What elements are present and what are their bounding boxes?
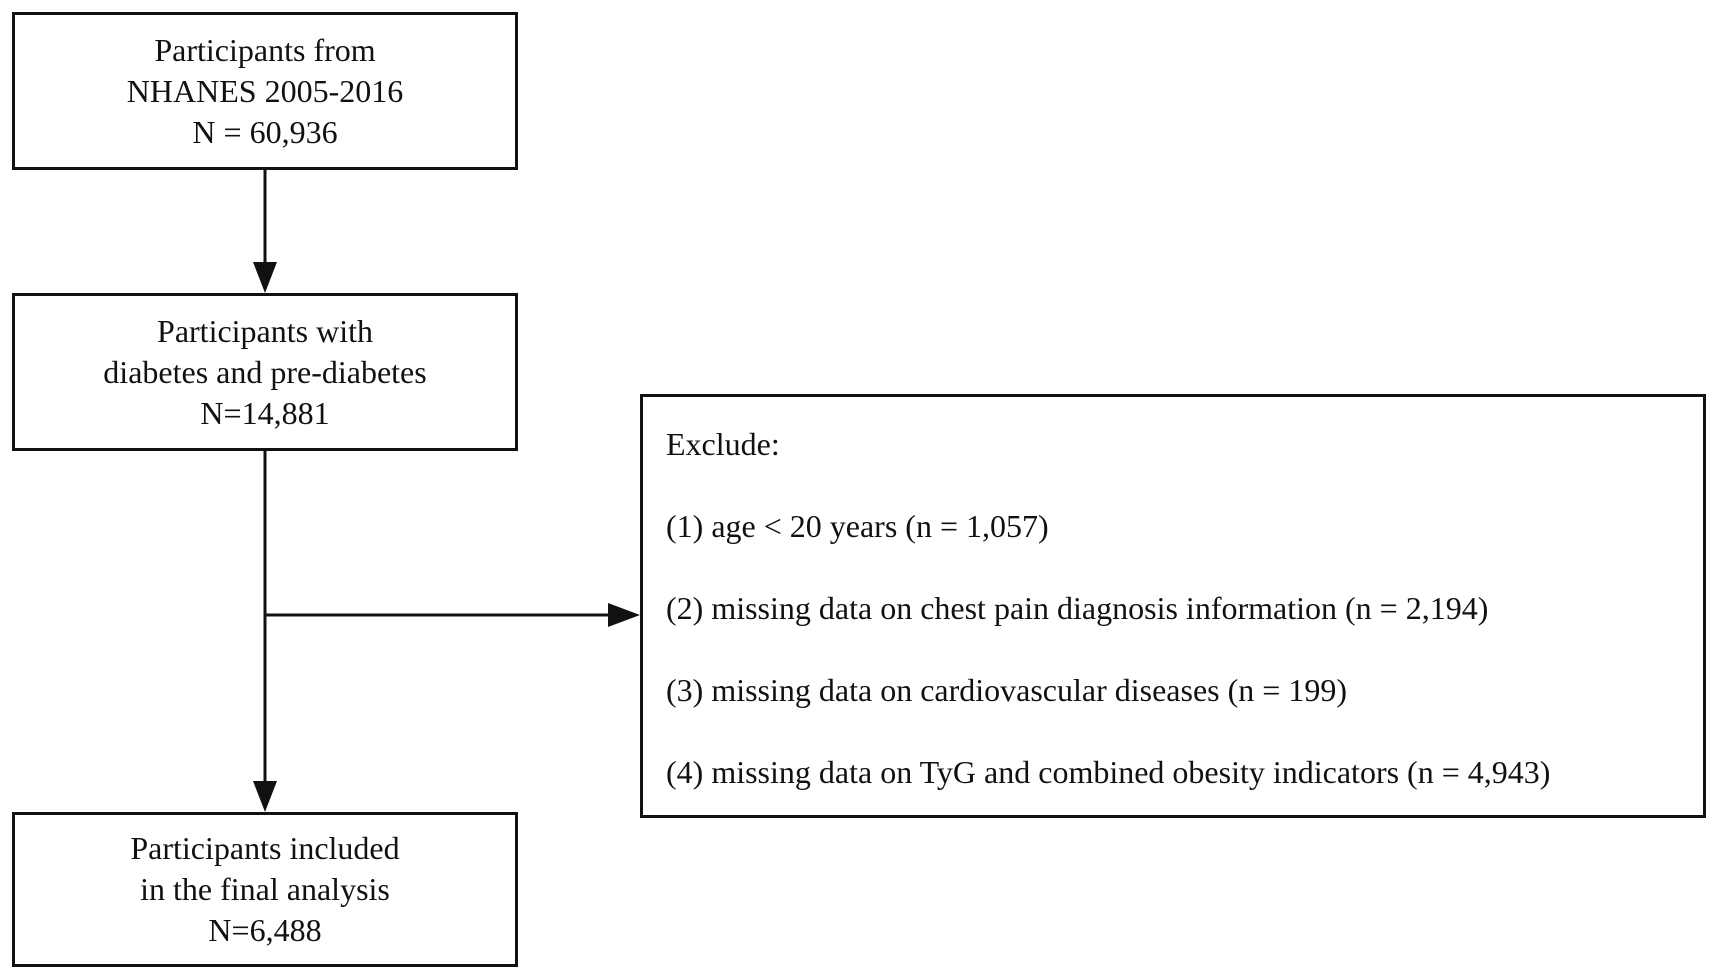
source-line-2: NHANES 2005-2016	[126, 72, 404, 109]
diabetes-line-1: Participants with	[157, 312, 373, 349]
source-count: N = 60,936	[192, 113, 338, 150]
source-population-box: Participants from NHANES 2005-2016 N = 6…	[12, 12, 518, 170]
final-analysis-box: Participants included in the final analy…	[12, 812, 518, 967]
final-line-1: Participants included	[130, 830, 400, 866]
exclusion-criteria-box: Exclude: (1) age < 20 years (n = 1,057) …	[640, 394, 1706, 818]
exclude-item-2: (2) missing data on chest pain diagnosis…	[666, 590, 1489, 626]
source-line-1: Participants from	[154, 31, 376, 68]
arrowhead-exclude	[608, 603, 640, 627]
diabetes-count: N=14,881	[200, 394, 330, 431]
final-count: N=6,488	[208, 912, 322, 948]
final-line-2: in the final analysis	[140, 871, 390, 907]
diabetes-line-2: diabetes and pre-diabetes	[103, 353, 427, 390]
exclude-heading: Exclude:	[666, 426, 780, 462]
exclude-item-4: (4) missing data on TyG and combined obe…	[666, 754, 1551, 790]
arrowhead-diabetes	[253, 262, 277, 293]
diabetes-population-box: Participants with diabetes and pre-diabe…	[12, 293, 518, 451]
exclude-item-3: (3) missing data on cardiovascular disea…	[666, 672, 1347, 708]
exclude-item-1: (1) age < 20 years (n = 1,057)	[666, 508, 1049, 544]
arrowhead-final	[253, 781, 277, 812]
